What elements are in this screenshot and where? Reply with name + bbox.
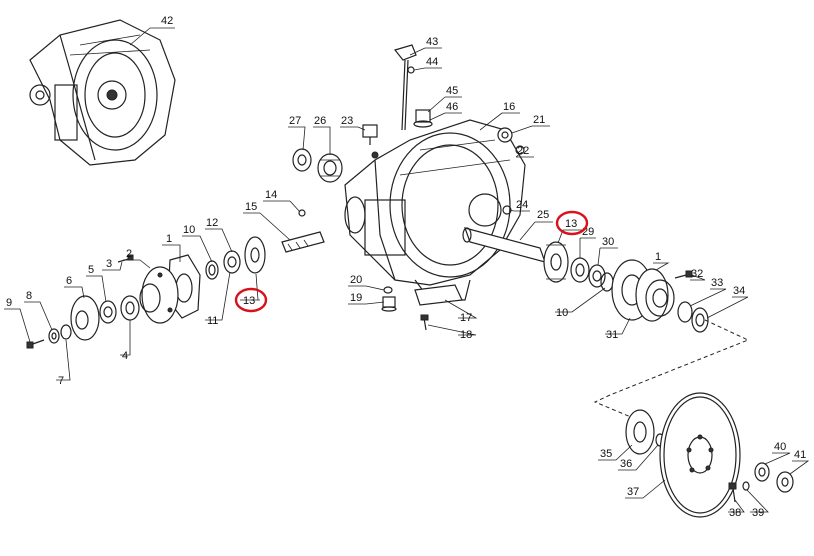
- part-19-plug: [381, 296, 397, 312]
- part-43-dipstick: [393, 44, 417, 131]
- label-18: 18: [460, 329, 472, 341]
- label-41: 41: [794, 449, 806, 461]
- label-42: 42: [161, 15, 173, 27]
- label-16: 16: [503, 101, 515, 113]
- label-19: 19: [350, 292, 362, 304]
- part-14-screw: [298, 209, 306, 217]
- label-32: 32: [691, 268, 703, 280]
- part-35-hub-plate: [625, 409, 655, 455]
- label-15: 15: [245, 201, 257, 213]
- part-38-bolt: [728, 482, 737, 503]
- label-9: 9: [6, 297, 12, 309]
- label-46: 46: [446, 101, 458, 113]
- part-number-labels: 42 43 44 45 46 16 21 22 27 26 23 24 25 1…: [6, 15, 806, 519]
- part-8-washer: [48, 328, 60, 344]
- label-23: 23: [341, 115, 353, 127]
- label-20: 20: [350, 274, 362, 286]
- part-42-housing-drawing: [29, 19, 176, 166]
- label-26: 26: [314, 115, 326, 127]
- part-40-washer: [754, 462, 770, 482]
- label-10-right: 10: [556, 307, 568, 319]
- label-17: 17: [460, 312, 472, 324]
- label-10-left: 10: [183, 224, 195, 236]
- label-5: 5: [88, 264, 94, 276]
- part-26-roller-bearing: [317, 153, 343, 183]
- label-13-left: 13: [243, 295, 255, 307]
- part-23-bolt: [362, 124, 378, 145]
- part-7-oring: [60, 324, 72, 340]
- label-38: 38: [729, 507, 741, 519]
- label-24: 24: [516, 199, 528, 211]
- label-11: 11: [207, 315, 218, 327]
- part-2-flange-left: [139, 266, 179, 324]
- label-29: 29: [582, 226, 594, 238]
- part-33-seal-ring: [677, 301, 693, 323]
- part-12-bearing-left: [223, 250, 241, 274]
- label-1-left: 1: [166, 233, 172, 245]
- label-8: 8: [26, 290, 32, 302]
- label-1-right: 1: [655, 251, 661, 263]
- part-5-seal: [99, 300, 117, 324]
- label-35: 35: [600, 448, 612, 460]
- part-17-bracket: [414, 284, 463, 306]
- label-22: 22: [517, 145, 529, 157]
- label-27: 27: [289, 115, 301, 127]
- part-10-ring-left: [205, 260, 219, 280]
- label-31: 31: [606, 329, 618, 341]
- part-1-flange-right: [635, 268, 675, 322]
- part-32-bolt: [674, 270, 693, 279]
- label-39: 39: [752, 507, 764, 519]
- part-37-disc: [659, 392, 741, 518]
- label-45: 45: [446, 85, 458, 97]
- label-2: 2: [126, 248, 132, 260]
- label-44: 44: [426, 56, 438, 68]
- dashed-assembly-line: [593, 319, 750, 421]
- part-20-washer: [383, 286, 393, 294]
- part-4-bearing: [120, 295, 140, 321]
- part-45-plug: [413, 109, 433, 128]
- part-27-seal: [292, 148, 312, 172]
- label-13-right: 13: [565, 218, 577, 230]
- label-21: 21: [533, 114, 545, 126]
- label-33: 33: [711, 277, 723, 289]
- part-13-gear-right: [543, 241, 569, 283]
- label-7: 7: [58, 375, 64, 387]
- part-18-screw: [420, 314, 429, 331]
- label-12: 12: [206, 217, 218, 229]
- part-16-main-housing: [344, 119, 526, 301]
- highlight-circle-13-left: [234, 287, 268, 313]
- label-3: 3: [106, 258, 112, 270]
- label-4: 4: [122, 350, 128, 362]
- label-43: 43: [426, 36, 438, 48]
- part-41-nut: [776, 471, 794, 493]
- part-13-gear-left: [244, 236, 266, 274]
- label-14: 14: [265, 189, 277, 201]
- label-37: 37: [627, 486, 639, 498]
- label-40: 40: [774, 441, 786, 453]
- part-34-cover: [691, 307, 709, 333]
- label-34: 34: [733, 285, 745, 297]
- leader-lines: [4, 27, 810, 513]
- highlight-circle-13-right: [555, 210, 589, 236]
- part-21-breather: [497, 127, 525, 155]
- part-6-hub: [70, 295, 100, 341]
- label-30: 30: [602, 236, 614, 248]
- label-36: 36: [620, 458, 632, 470]
- part-39-washer: [742, 481, 750, 491]
- part-15-shaft-left: [281, 231, 325, 253]
- label-6: 6: [66, 275, 72, 287]
- part-29-spacer: [570, 257, 590, 283]
- label-25: 25: [537, 209, 549, 221]
